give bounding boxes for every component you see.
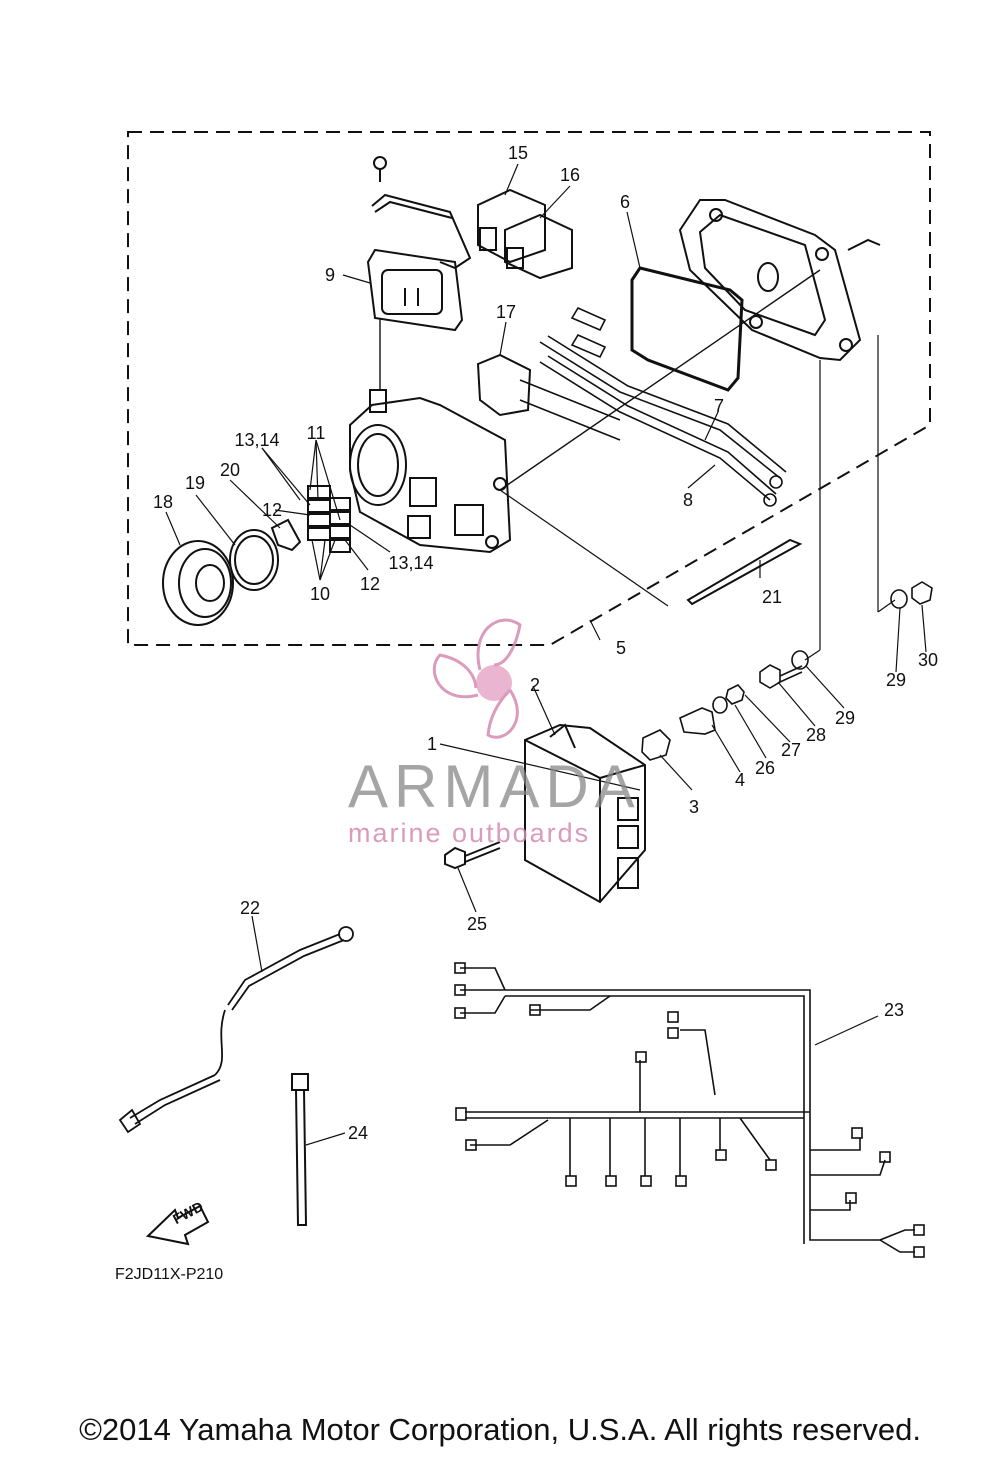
- callout-2: 2: [529, 675, 541, 695]
- callout-29b: 29: [885, 670, 907, 690]
- callout-28: 28: [805, 725, 827, 745]
- hardware-right: [641, 335, 933, 761]
- cover-9: [366, 248, 464, 332]
- cover-plate: [678, 199, 881, 362]
- ecm-unit: [524, 723, 646, 904]
- knob-18: [162, 540, 234, 626]
- callout-6: 6: [619, 192, 631, 212]
- wire-8: [539, 355, 777, 507]
- callout-9: 9: [324, 265, 336, 285]
- diagram-code: F2JD11X-P210: [115, 1266, 224, 1283]
- callout-17: 17: [495, 302, 517, 322]
- copyright-notice: ©2014 Yamaha Motor Corporation, U.S.A. A…: [79, 1412, 921, 1447]
- cap-pair: [519, 306, 621, 441]
- tie-strap-24: [291, 1073, 346, 1226]
- callout-3: 3: [688, 797, 700, 817]
- callout-21: 21: [761, 587, 783, 607]
- callout-24: 24: [347, 1123, 369, 1143]
- callout-19: 19: [184, 473, 206, 493]
- connector-stack: [307, 485, 351, 553]
- callout-4: 4: [734, 770, 746, 790]
- callout-27: 27: [780, 740, 802, 760]
- callout-7: 7: [713, 396, 725, 416]
- callout-13-14a: 13,14: [234, 430, 280, 450]
- gasket-6: [630, 266, 744, 392]
- callout-25: 25: [466, 914, 488, 934]
- watermark-subtitle: marine outboards: [348, 818, 591, 848]
- callout-20: 20: [219, 460, 241, 480]
- wire-7: [539, 335, 787, 489]
- propeller-logo-icon: [432, 618, 522, 739]
- callout-13-14b: 13,14: [388, 553, 434, 573]
- callout-1: 1: [426, 734, 438, 754]
- wiring-harness-23: [454, 962, 925, 1258]
- watermark-title: ARMADA: [348, 753, 641, 820]
- callout-22: 22: [239, 898, 261, 918]
- callout-29a: 29: [834, 708, 856, 728]
- cable-22: [118, 915, 354, 1134]
- tie-strap-21: [686, 538, 803, 606]
- callout-26: 26: [754, 758, 776, 778]
- callout-15: 15: [507, 143, 529, 163]
- ring-19: [229, 529, 279, 591]
- callout-5: 5: [615, 638, 627, 658]
- callout-16: 16: [559, 165, 581, 185]
- fwd-arrow-icon: [145, 1204, 210, 1246]
- callout-18: 18: [152, 492, 174, 512]
- callout-11: 11: [306, 423, 326, 443]
- callout-8: 8: [682, 490, 694, 510]
- relay-16: [504, 213, 573, 280]
- throttle-body: [349, 269, 821, 554]
- bolt-25: [444, 841, 501, 870]
- callout-12a: 12: [261, 500, 283, 520]
- callout-10: 10: [309, 584, 331, 604]
- relay-15: [477, 188, 546, 264]
- relay-bracket: [371, 156, 472, 270]
- callout-23: 23: [883, 1000, 905, 1020]
- sensor-20: [270, 518, 302, 552]
- assembly-boundary: [127, 131, 931, 646]
- sensor-17: [476, 353, 532, 417]
- callout-30: 30: [917, 650, 939, 670]
- callout-12b: 12: [359, 574, 381, 594]
